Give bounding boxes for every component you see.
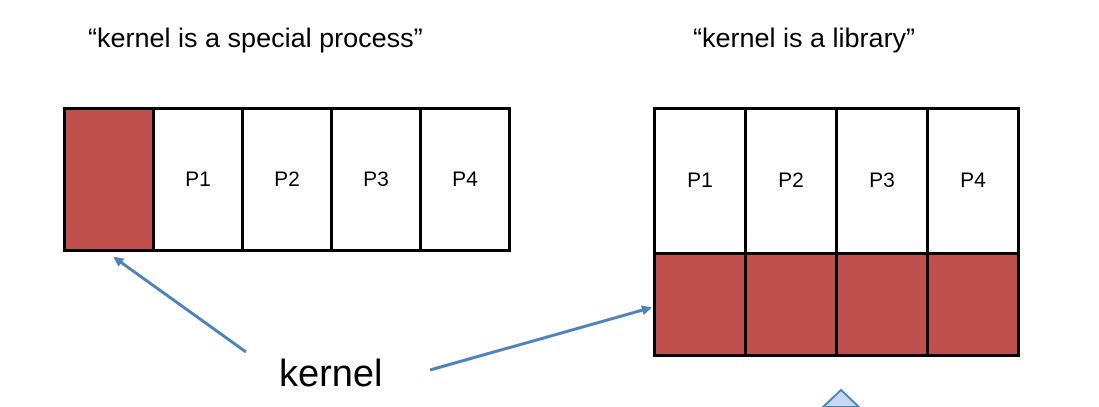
process-cell-p1: P1: [152, 107, 244, 252]
library-process-cell-p1: P1: [653, 107, 747, 255]
library-kernel-row: [653, 252, 1020, 357]
process-cell-p3: P3: [330, 107, 422, 252]
special-process-diagram: P1 P2 P3 P4: [63, 107, 511, 252]
library-kernel-cell-4: [926, 252, 1020, 357]
library-kernel-cell-1: [653, 252, 747, 357]
arrow-to-kernel-library: [429, 305, 652, 372]
kernel-cell: [63, 107, 155, 252]
partial-arrowhead-shape: [821, 388, 861, 407]
library-kernel-cell-2: [744, 252, 838, 357]
process-cell-p4: P4: [419, 107, 511, 252]
library-process-cell-p3: P3: [835, 107, 929, 255]
special-process-title: “kernel is a special process”: [88, 23, 423, 53]
arrow-to-kernel-process: [113, 256, 247, 354]
library-process-cell-p4: P4: [926, 107, 1020, 255]
library-process-cell-p2: P2: [744, 107, 838, 255]
kernel-label: kernel: [279, 353, 383, 395]
process-cell-p2: P2: [241, 107, 333, 252]
library-kernel-cell-3: [835, 252, 929, 357]
library-title: “kernel is a library”: [693, 23, 916, 53]
library-process-row: P1 P2 P3 P4: [653, 107, 1020, 255]
